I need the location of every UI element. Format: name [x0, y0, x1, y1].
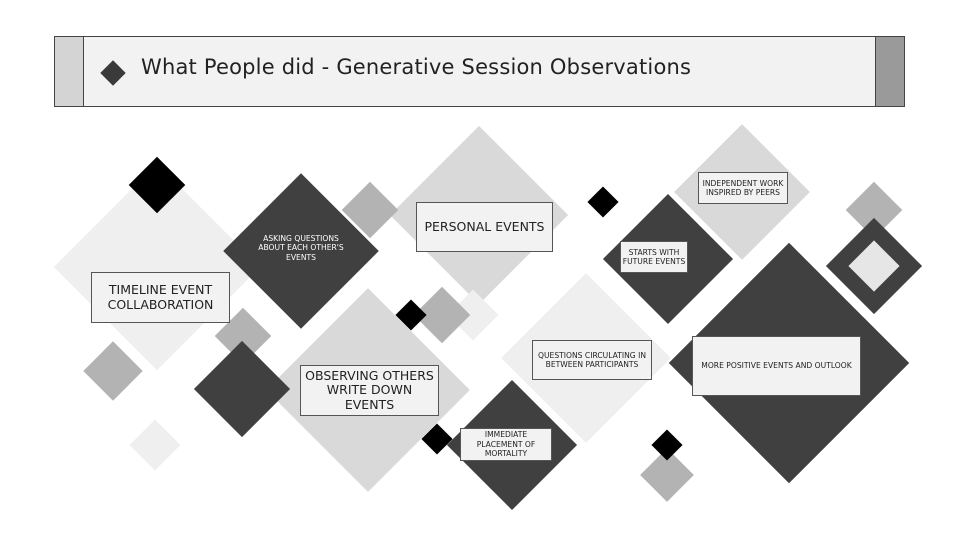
diamond-bullet-icon	[100, 60, 126, 86]
title-bar-right-cap	[875, 37, 904, 106]
page-title: What People did - Generative Session Obs…	[141, 55, 692, 79]
decor-diamond-black-5	[651, 429, 683, 461]
label-independent-work: INDEPENDENT WORK INSPIRED BY PEERS	[698, 172, 788, 204]
decor-diamond-dark-1	[193, 340, 291, 438]
label-more-positive-events: MORE POSITIVE EVENTS AND OUTLOOK	[692, 336, 861, 396]
label-observing-others: OBSERVING OTHERS WRITE DOWN EVENTS	[300, 365, 439, 416]
title-bar: What People did - Generative Session Obs…	[54, 36, 905, 107]
label-immediate-placement: IMMEDIATE PLACEMENT OF MORTALITY	[460, 428, 552, 461]
decor-diamond-black-2	[587, 186, 619, 218]
label-questions-circulating: QUESTIONS CIRCULATING IN BETWEEN PARTICI…	[532, 340, 652, 380]
label-timeline-event-collaboration: TIMELINE EVENT COLLABORATION	[91, 272, 230, 323]
decor-diamond-mid-4	[83, 341, 143, 401]
label-asking-questions: ASKING QUESTIONS ABOUT EACH OTHER'S EVEN…	[258, 233, 344, 262]
title-bar-left-cap	[55, 37, 84, 106]
decor-diamond-pale-1	[129, 419, 181, 471]
label-starts-with-future-events: STARTS WITH FUTURE EVENTS	[620, 241, 688, 273]
label-personal-events: PERSONAL EVENTS	[416, 202, 553, 252]
